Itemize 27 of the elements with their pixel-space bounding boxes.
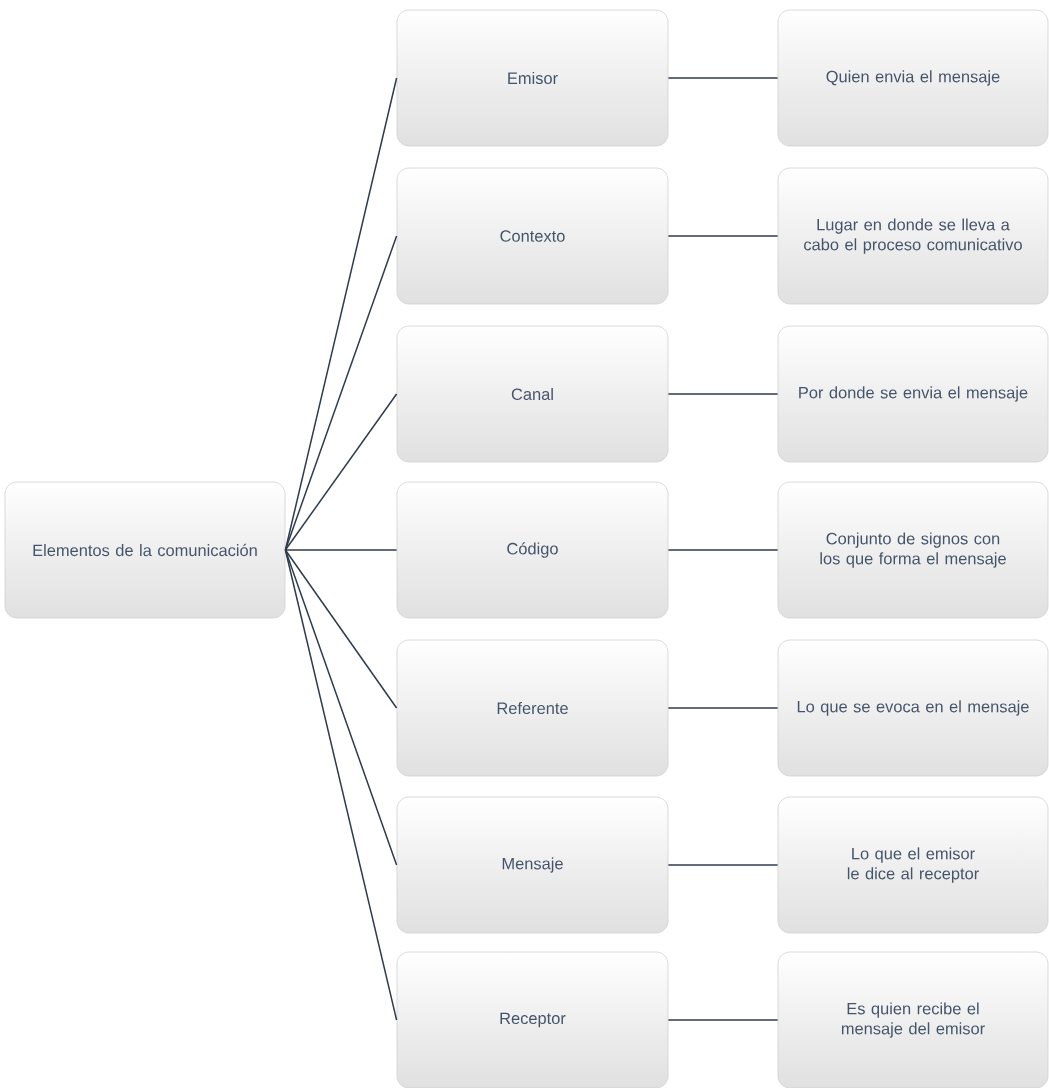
- box: Emisor: [396, 9, 669, 147]
- connector-line: [667, 393, 779, 395]
- box: Contexto: [396, 167, 669, 305]
- box: Conjunto de signos con los que forma el mensaje: [777, 481, 1049, 619]
- box: Lugar en donde se lleva a cabo el proceso comunicativo: [777, 167, 1049, 305]
- box: Receptor: [396, 951, 669, 1088]
- connector-line: [667, 864, 779, 866]
- connector-line: [284, 235, 398, 551]
- box: Por donde se envia el mensaje: [777, 325, 1049, 463]
- box: Código: [396, 481, 669, 619]
- box: Lo que se evoca en el mensaje: [777, 639, 1049, 777]
- box: Quien envia el mensaje: [777, 9, 1049, 147]
- connector-line: [667, 549, 779, 551]
- connector-line: [667, 77, 779, 79]
- connector-line: [667, 235, 779, 237]
- connector-line: [667, 1019, 779, 1021]
- box: Referente: [396, 639, 669, 777]
- box: Elementos de la comunicación: [4, 481, 286, 619]
- box: Canal: [396, 325, 669, 463]
- connector-line: [284, 549, 398, 709]
- connector-line: [284, 549, 398, 551]
- box: Lo que el emisor le dice al receptor: [777, 796, 1049, 934]
- connector-line: [667, 707, 779, 709]
- box: Mensaje: [396, 796, 669, 934]
- box: Es quien recibe el mensaje del emisor: [777, 951, 1049, 1088]
- connector-line: [284, 393, 398, 551]
- connector-line: [284, 549, 398, 1021]
